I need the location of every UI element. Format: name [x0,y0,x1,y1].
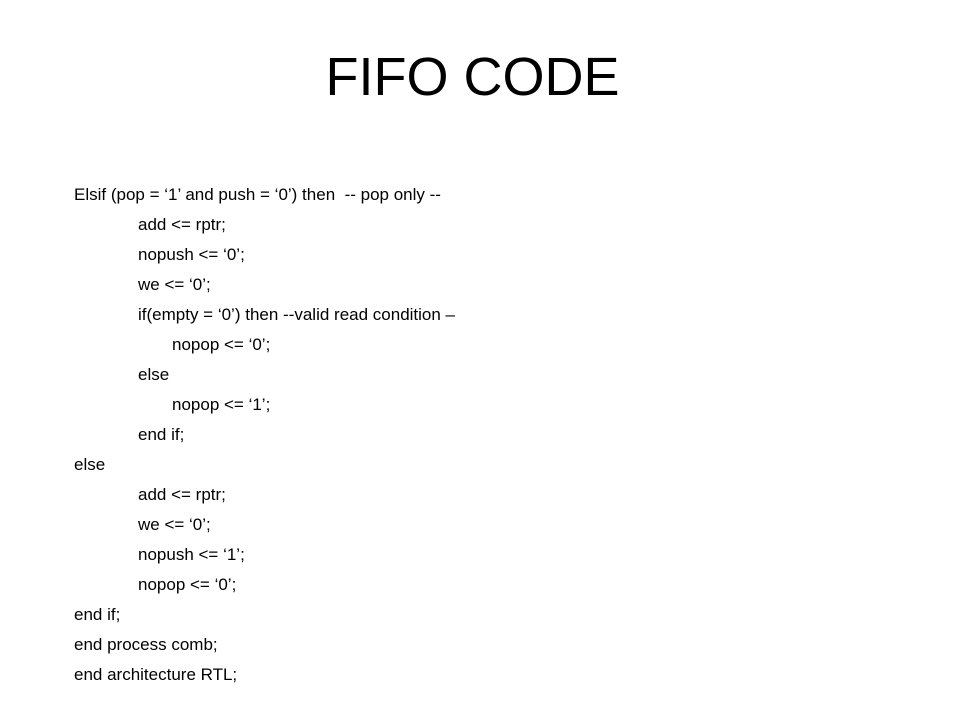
code-line: nopush <= ‘1’; [138,545,245,564]
code-line: Elsif (pop = ‘1’ and push = ‘0’) then --… [74,185,441,204]
code-listing: Elsif (pop = ‘1’ and push = ‘0’) then --… [74,180,455,690]
code-line: end process comb; [74,635,218,654]
code-line: else [138,365,170,384]
code-line: nopop <= ‘0’; [172,335,271,354]
code-line: add <= rptr; [138,485,226,504]
code-line: end if; [74,605,121,624]
code-line: end if; [138,425,185,444]
code-line: nopop <= ‘1’; [172,395,271,414]
code-line: nopush <= ‘0’; [138,245,245,264]
code-line: we <= ‘0’; [138,515,211,534]
code-line: nopop <= ‘0’; [138,575,237,594]
code-line: end architecture RTL; [74,665,238,684]
code-line: we <= ‘0’; [138,275,211,294]
slide-title: FIFO CODE [325,47,620,107]
code-line: if(empty = ‘0’) then --valid read condit… [138,305,456,324]
code-line: add <= rptr; [138,215,226,234]
code-line: else [74,455,106,474]
